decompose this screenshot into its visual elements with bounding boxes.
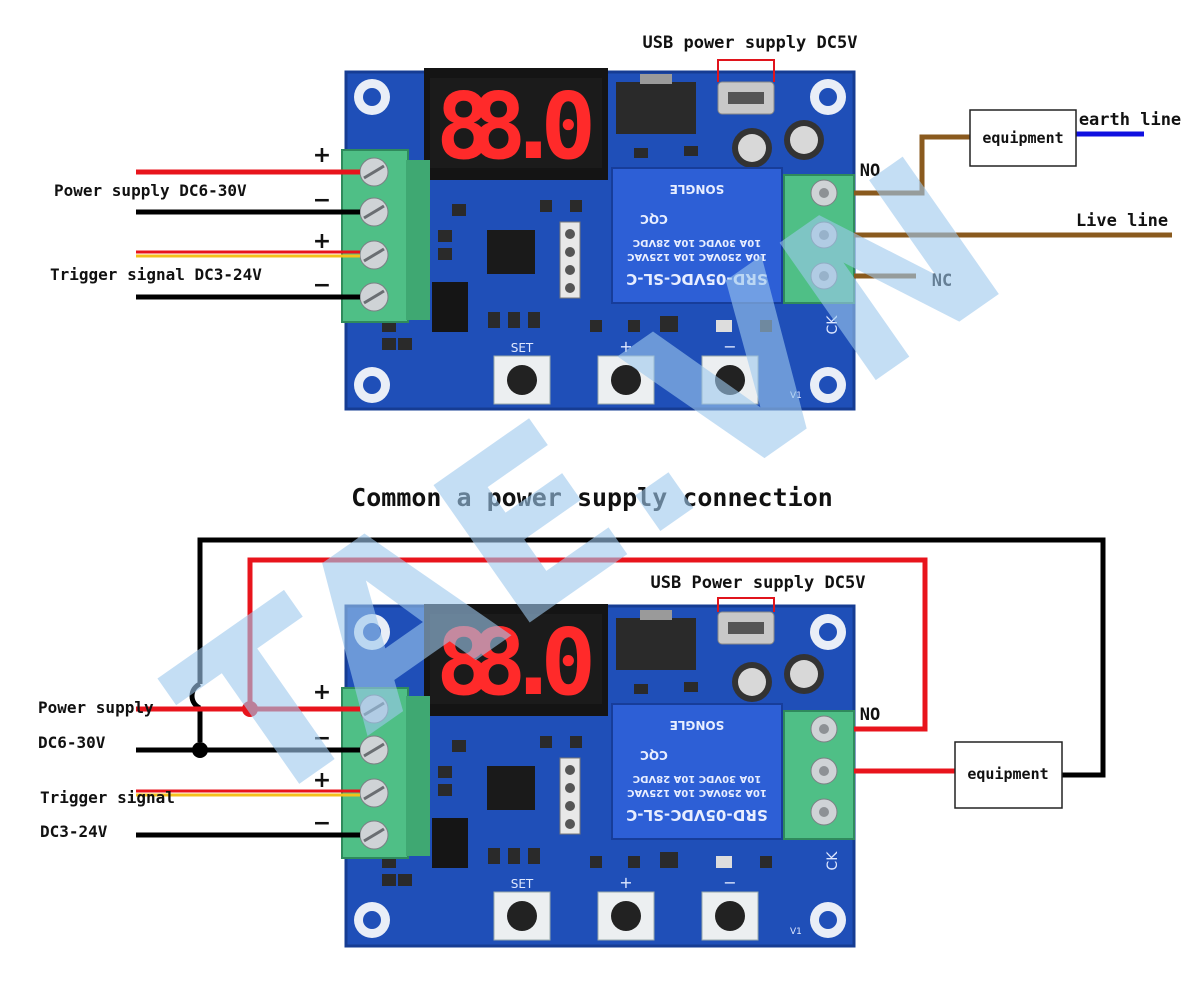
bottom-common-supply-wires [189, 537, 1106, 778]
top-earth-label: earth line [1079, 110, 1181, 130]
bottom-equipment-label: equipment [967, 765, 1048, 783]
bottom-ck-label: CK [825, 851, 841, 871]
bottom-v1-label: V1 [790, 927, 802, 937]
top-relay-rating-2: 10A 30VDC 10A 28VDC [633, 237, 761, 248]
bottom-relay-model: SRD-05VDC-SL-C [626, 806, 767, 824]
bottom-regulator-chip [616, 618, 696, 670]
top-plus-btn-label: + [619, 337, 632, 356]
bottom-left-terminal-screws [359, 694, 389, 850]
bottom-trigger-label-1: Trigger signal [40, 788, 175, 807]
top-set-label: SET [511, 341, 534, 355]
top-trigger-minus-symbol: − [313, 273, 331, 298]
bottom-trigger-minus-symbol: − [313, 811, 331, 836]
top-equipment-label: equipment [982, 129, 1063, 147]
bottom-pin-header [559, 757, 581, 835]
bottom-usb-pointer [717, 597, 775, 612]
bottom-plus-btn-label: + [619, 873, 632, 892]
top-right-wires [854, 131, 1172, 279]
bottom-relay-rating-1: 10A 250VAC 10A 125VAC [627, 787, 767, 798]
bottom-relay-brand: SONGLE [670, 718, 725, 732]
top-left-terminal-screws [359, 157, 389, 312]
top-left-wires [136, 169, 360, 300]
top-power-minus-symbol: − [313, 188, 331, 213]
top-pin-header [559, 221, 581, 299]
bottom-power-label-1: Power supply [38, 698, 154, 717]
bottom-buttons [493, 891, 759, 941]
bottom-capacitors [732, 654, 824, 702]
top-right-terminal-screws [810, 179, 838, 290]
bottom-relay-cert: CQC [640, 748, 668, 762]
top-mounting-holes [354, 79, 846, 403]
top-trigger-plus-symbol: + [313, 229, 331, 254]
bottom-black-loop-wire [197, 537, 1106, 778]
top-regulator-chip [616, 82, 696, 134]
top-buttons [493, 355, 759, 405]
bottom-minus-btn-label: − [723, 873, 736, 892]
bottom-trigger-label-2: DC3-24V [40, 822, 108, 841]
bottom-red-junction-dot [242, 701, 258, 717]
top-no-label: NO [860, 161, 880, 181]
bottom-power-minus-symbol: − [313, 726, 331, 751]
top-minus-btn-label: − [723, 337, 736, 356]
bottom-black-junction-dot [192, 742, 208, 758]
top-ic-chip [487, 230, 535, 274]
top-relay-cert: CQC [640, 212, 668, 226]
bottom-mounting-holes [354, 614, 846, 938]
top-display-digits: 88.0 [436, 73, 596, 180]
top-v1-label: V1 [790, 391, 802, 401]
top-optocoupler [432, 282, 468, 332]
bottom-equipment-box [954, 741, 1063, 809]
top-usb-pointer [717, 59, 775, 82]
top-equipment-box [969, 109, 1077, 167]
top-usb-label: USB power supply DC5V [643, 33, 858, 53]
bottom-relay [611, 703, 783, 840]
top-live-label: Live line [1076, 211, 1168, 231]
bottom-ic-chip [487, 766, 535, 810]
top-capacitors [732, 120, 824, 168]
bottom-red-loop-wire [247, 557, 928, 732]
top-relay-brand: SONGLE [670, 182, 725, 196]
bottom-display-digits: 88.0 [436, 609, 596, 716]
top-relay-rating-1: 10A 250VAC 10A 125VAC [627, 251, 767, 262]
top-relay-model: SRD-05VDC-SL-C [626, 270, 767, 288]
bottom-power-plus-symbol: + [313, 680, 331, 705]
bottom-black-wire-hop [189, 681, 202, 711]
bottom-optocoupler [432, 818, 468, 868]
bottom-diagram: 88.0 USB Power supply DC5V SRD-05VDC-SL-… [38, 537, 1106, 948]
top-no-wire [854, 134, 970, 196]
bottom-usb-label: USB Power supply DC5V [651, 573, 866, 593]
top-ck-label: CK [825, 315, 841, 335]
top-relay [611, 167, 783, 304]
bottom-set-label: SET [511, 877, 534, 891]
bottom-trigger-plus-symbol: + [313, 768, 331, 793]
top-diagram: 88.0 USB power supply DC5V SRD-05VDC-SL-… [50, 33, 1181, 411]
top-nc-label: NC [932, 271, 952, 291]
top-trigger-label: Trigger signal DC3-24V [50, 265, 262, 284]
section-title: Common a power supply connection [351, 483, 833, 512]
top-power-label: Power supply DC6-30V [54, 181, 247, 200]
bottom-right-terminal-screws [810, 715, 838, 826]
bottom-no-label: NO [860, 705, 880, 725]
bottom-left-wires [136, 701, 360, 838]
bottom-relay-rating-2: 10A 30VDC 10A 28VDC [633, 773, 761, 784]
top-power-plus-symbol: + [313, 143, 331, 168]
bottom-power-label-2: DC6-30V [38, 733, 106, 752]
